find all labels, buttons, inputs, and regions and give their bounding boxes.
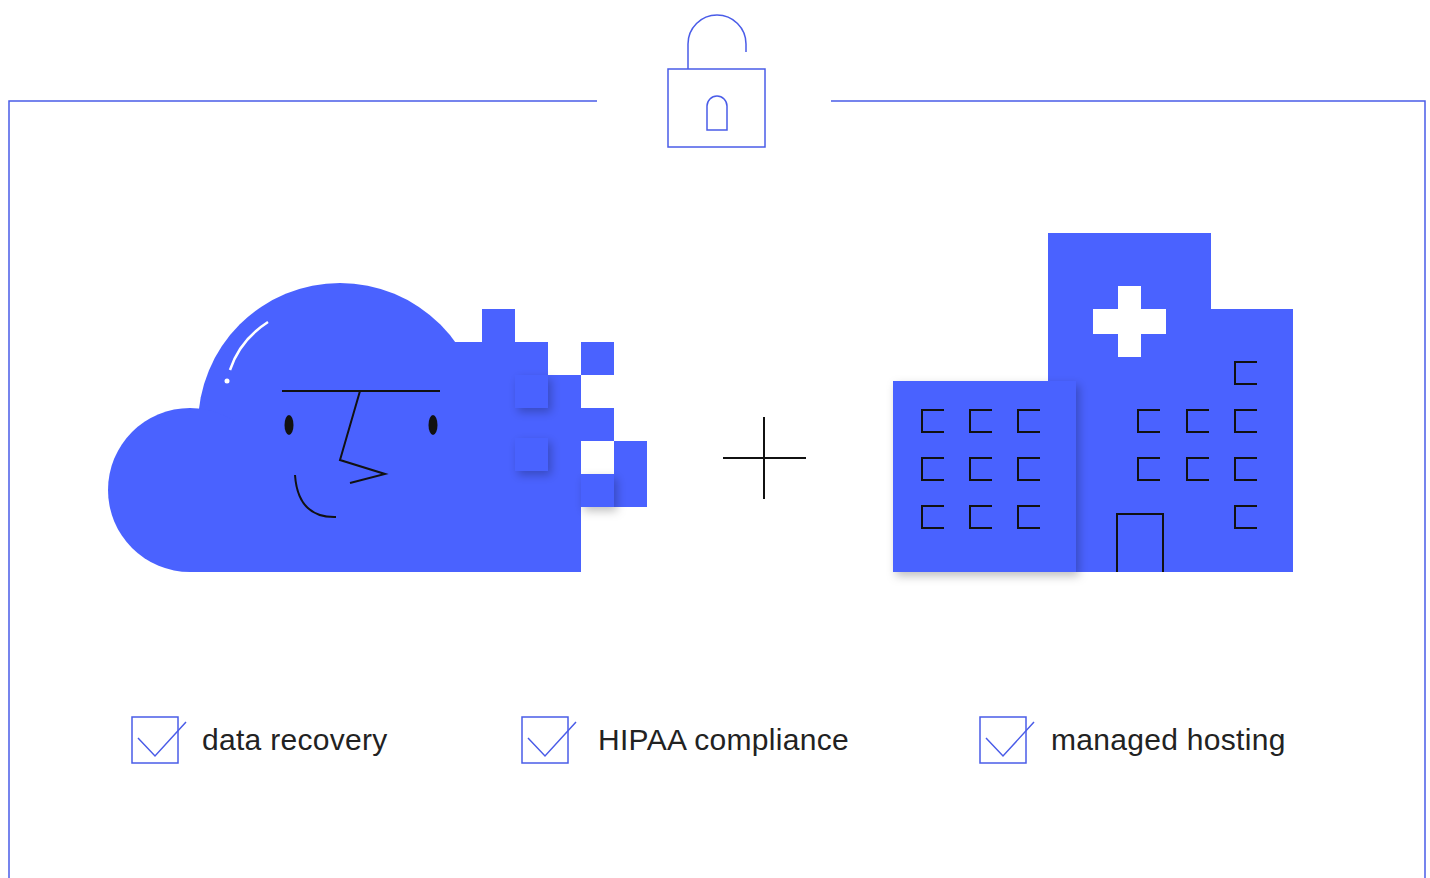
plus-sign <box>723 417 806 499</box>
window <box>1187 458 1209 480</box>
cloud <box>108 283 647 572</box>
window <box>1187 410 1209 432</box>
window <box>1235 458 1257 480</box>
hospital-windows <box>922 362 1257 528</box>
feature-label: data recovery <box>202 722 388 758</box>
feature-label: HIPAA compliance <box>598 722 849 758</box>
cloud-face <box>225 322 441 517</box>
window <box>1138 410 1160 432</box>
window <box>922 458 944 480</box>
window <box>922 410 944 432</box>
window <box>1235 410 1257 432</box>
window <box>1018 506 1040 528</box>
window <box>1235 362 1257 384</box>
feature-label: managed hosting <box>1051 722 1286 758</box>
window <box>1138 458 1160 480</box>
lock-icon <box>668 15 765 147</box>
hospital <box>893 233 1293 572</box>
window <box>970 458 992 480</box>
window <box>970 506 992 528</box>
window <box>922 506 944 528</box>
window <box>1018 458 1040 480</box>
checkboxes <box>132 717 1034 763</box>
window <box>1018 410 1040 432</box>
window <box>1235 506 1257 528</box>
window <box>970 410 992 432</box>
hospital-door <box>1117 514 1163 572</box>
frame <box>9 101 1425 878</box>
